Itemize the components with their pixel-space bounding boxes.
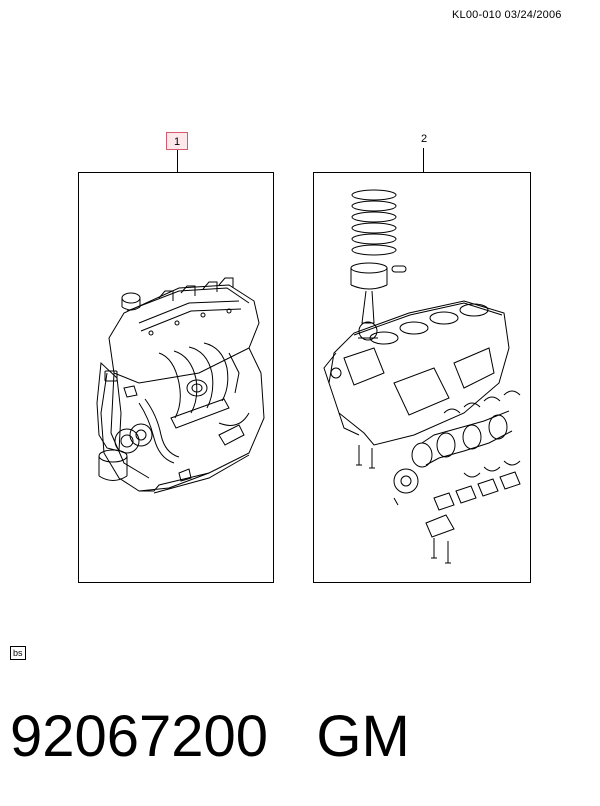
callout-1-leader [177,150,178,172]
diagram-code: KL00-010 03/24/2006 [452,9,562,21]
part-number: 92067200 GM [10,704,410,769]
engine-assembly-icon [79,173,275,584]
engine-assembly-panel[interactable] [78,172,274,583]
short-block-exploded-icon [314,173,532,584]
callout-2[interactable]: 2 [420,133,428,145]
callout-2-leader [423,148,424,172]
short-block-panel[interactable] [313,172,531,583]
callout-1[interactable]: 1 [166,132,188,150]
bs-tag: bs [10,646,26,660]
